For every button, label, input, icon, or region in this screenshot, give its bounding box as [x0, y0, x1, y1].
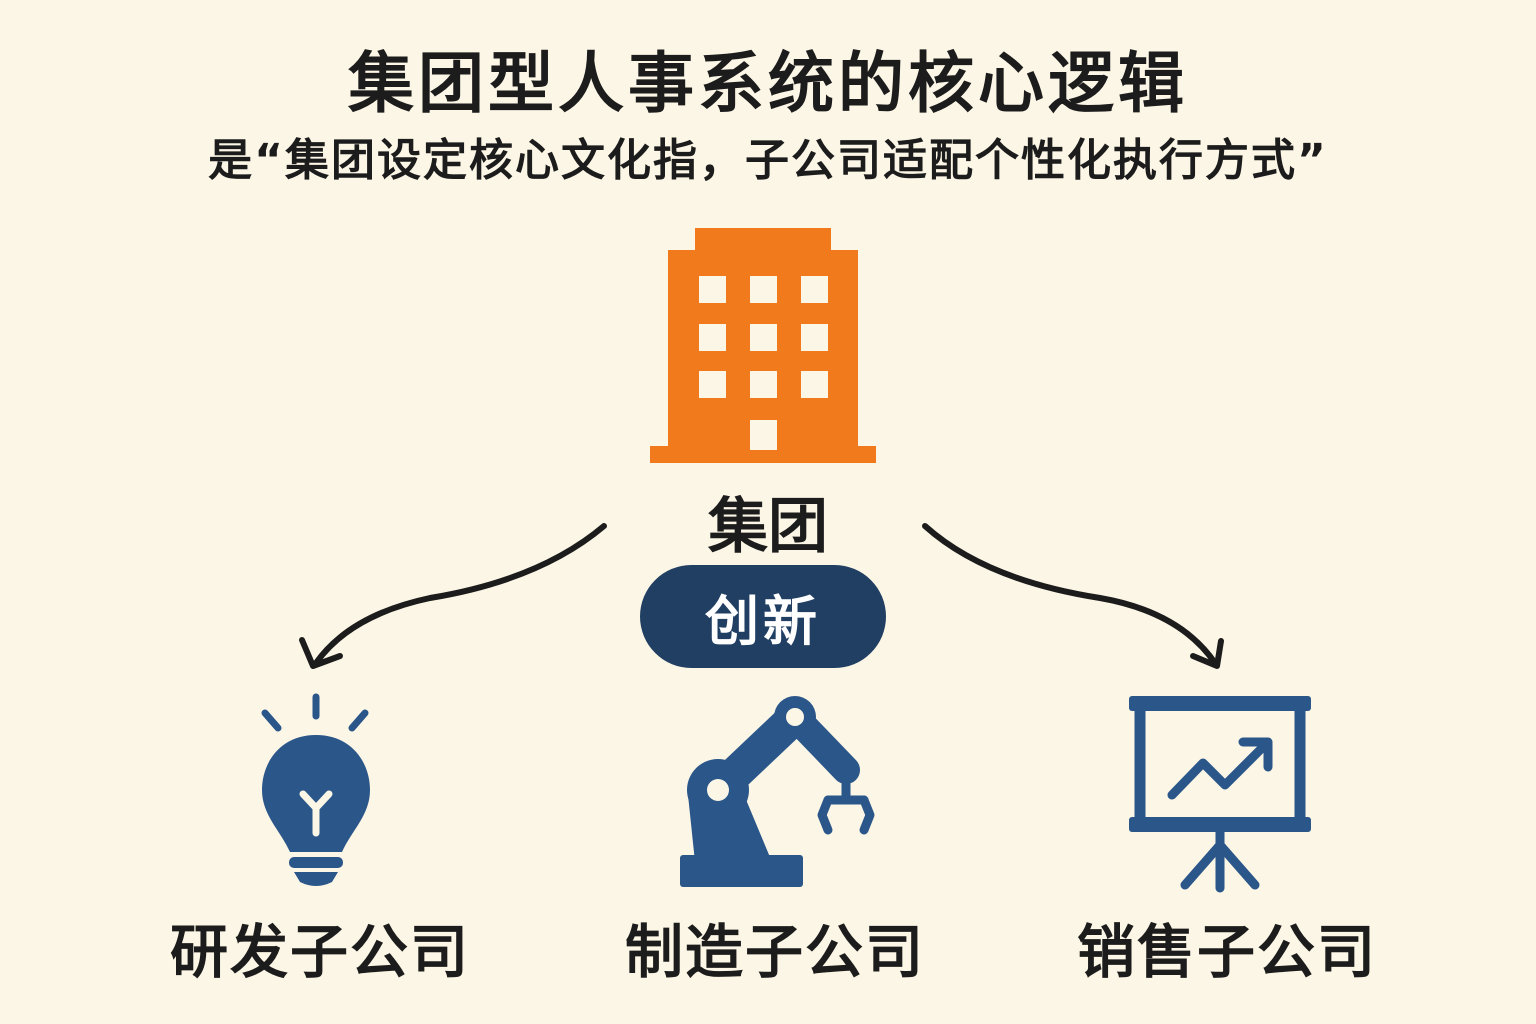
- subsidiary-label-sales: 销售子公司: [1076, 918, 1377, 986]
- office-building-icon: [650, 228, 876, 463]
- core-value-label: 创新: [705, 590, 821, 653]
- page-subtitle: 是“集团设定核心文化指，子公司适配个性化执行方式”: [208, 135, 1328, 186]
- arrow-to-sales: [922, 523, 1224, 669]
- presentation-chart-icon: [1129, 696, 1311, 893]
- subsidiary-label-rd: 研发子公司: [169, 918, 470, 986]
- lightbulb-icon: [261, 693, 370, 886]
- robot-arm-icon: [680, 696, 875, 887]
- core-value-badge: 创新: [640, 565, 886, 668]
- group-label: 集团: [708, 492, 828, 562]
- page-title: 集团型人事系统的核心逻辑: [348, 45, 1188, 122]
- subsidiary-label-manufacturing: 制造子公司: [624, 918, 925, 986]
- arrow-to-rd: [299, 523, 607, 669]
